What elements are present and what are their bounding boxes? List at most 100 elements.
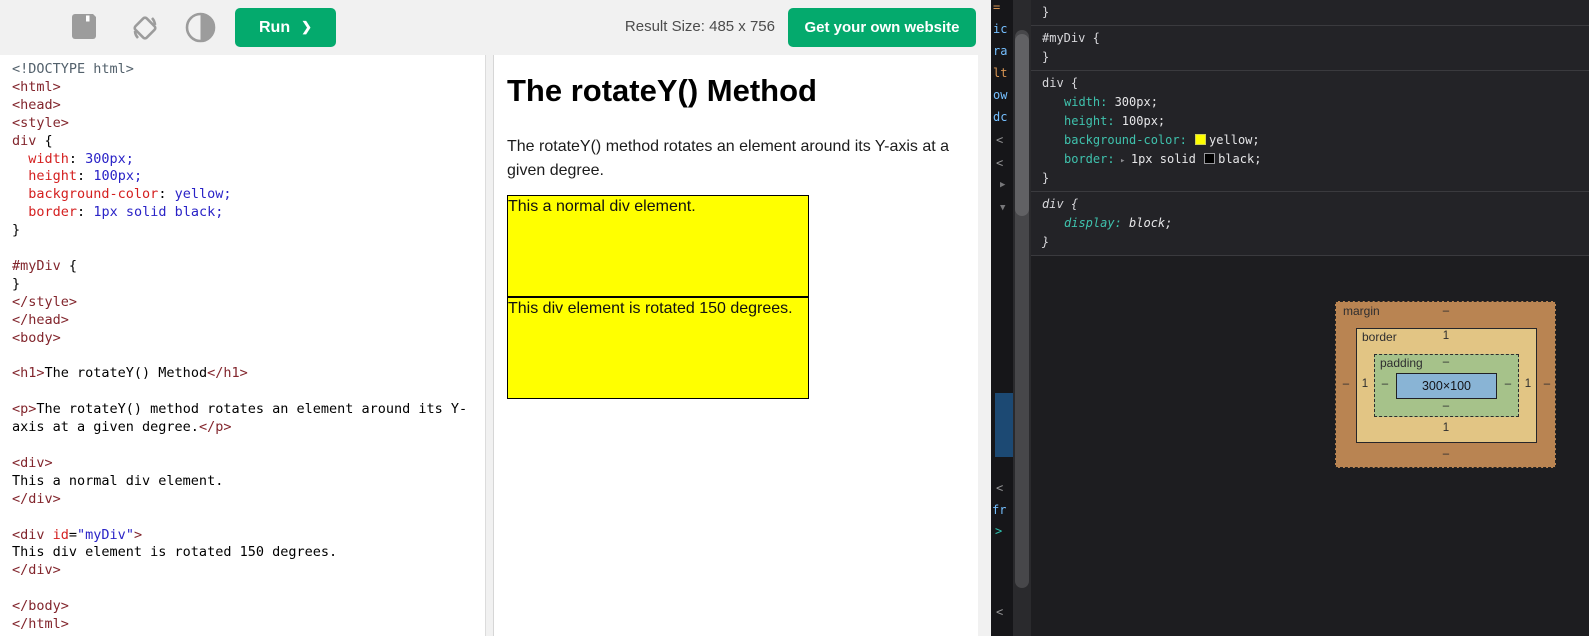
code-token: This a normal div element. <box>12 472 224 489</box>
margin-top-value[interactable]: – <box>1442 305 1450 317</box>
code-line: </html> <box>12 616 467 634</box>
markup-fragment: ow <box>993 88 1008 102</box>
code-editor-content: <!DOCTYPE html><html><head><style>div { … <box>12 61 467 634</box>
rule-token: #myDiv { <box>1042 31 1100 45</box>
code-token <box>12 151 28 167</box>
rule-row: width: 300px; <box>1042 93 1581 112</box>
code-line: #myDiv { <box>12 258 467 276</box>
markup-fragment: ra <box>993 44 1008 58</box>
rule-row: } <box>1042 169 1581 188</box>
border-right-value[interactable]: 1 <box>1524 378 1532 390</box>
code-token: <html> <box>12 78 61 95</box>
border-label: border <box>1362 330 1397 344</box>
code-token: <div> <box>12 454 53 471</box>
code-line: </body> <box>12 598 467 616</box>
css-rule[interactable]: } <box>1031 0 1589 26</box>
rule-token: yellow; <box>1209 133 1260 147</box>
code-token <box>12 168 28 184</box>
padding-bottom-value[interactable]: – <box>1442 400 1450 412</box>
rule-row: } <box>1042 48 1581 67</box>
boxmodel-margin-region[interactable]: margin – – – – border 1 1 1 1 padding – … <box>1335 301 1556 468</box>
code-token: background-color <box>28 186 159 203</box>
rules-pane[interactable]: }#myDiv {}div {width: 300px;height: 100p… <box>1031 0 1589 256</box>
css-rule[interactable]: div { display: block;} <box>1031 192 1589 256</box>
rule-row: #myDiv { <box>1042 29 1581 48</box>
result-normal-div: This a normal div element. <box>507 195 809 297</box>
rule-token: background-color: <box>1064 133 1195 147</box>
code-token: axis at a given degree. <box>12 419 199 436</box>
color-swatch[interactable] <box>1195 134 1207 145</box>
padding-right-value[interactable]: – <box>1504 378 1512 390</box>
code-token: </div> <box>12 490 61 507</box>
rule-token: display: <box>1064 216 1130 230</box>
code-line: div { <box>12 133 467 151</box>
inspector-scrollbar[interactable] <box>1013 0 1031 636</box>
code-token: <style> <box>12 114 69 131</box>
padding-top-value[interactable]: – <box>1442 356 1450 368</box>
change-orientation-button[interactable] <box>128 11 162 48</box>
code-token: } <box>12 222 21 239</box>
markup-fragment: ic <box>993 22 1008 36</box>
get-your-own-website-button[interactable]: Get your own website <box>788 8 976 47</box>
save-button[interactable] <box>70 13 98 44</box>
border-top-value[interactable]: 1 <box>1442 330 1450 342</box>
markup-fragment: > <box>995 524 1003 538</box>
rule-row: border: ▸ 1px solid black; <box>1042 150 1581 169</box>
code-token: : <box>68 150 86 167</box>
markup-fragment: < <box>996 481 1004 495</box>
rule-token: width: <box>1064 95 1115 109</box>
border-bottom-value[interactable]: 1 <box>1442 422 1450 434</box>
markup-fragment: ▼ <box>1000 203 1006 213</box>
code-line: height: 100px; <box>12 168 467 186</box>
code-token: div <box>12 132 37 149</box>
code-line: <body> <box>12 330 467 348</box>
rule-row: div { <box>1042 74 1581 93</box>
border-left-value[interactable]: 1 <box>1361 378 1369 390</box>
padding-left-value[interactable]: – <box>1381 378 1389 390</box>
markup-fragment: = <box>993 0 1001 14</box>
boxmodel-content-region[interactable]: 300×100 <box>1396 373 1497 399</box>
code-token: > <box>133 526 143 543</box>
code-token: width <box>28 150 69 167</box>
code-token: </p> <box>198 419 232 436</box>
color-swatch[interactable] <box>1204 153 1216 164</box>
menu-button[interactable] <box>10 16 41 39</box>
run-button[interactable]: Run❯ <box>235 8 336 47</box>
result-pane: The rotateY() Method The rotateY() metho… <box>493 55 978 636</box>
css-rule[interactable]: div {width: 300px;height: 100px;backgrou… <box>1031 71 1589 192</box>
css-rule[interactable]: #myDiv {} <box>1031 26 1589 71</box>
code-editor-pane[interactable]: <!DOCTYPE html><html><head><style>div { … <box>0 55 486 636</box>
code-token: : <box>77 204 94 221</box>
code-line: <div> <box>12 455 467 473</box>
code-token: <div <box>12 526 53 543</box>
save-icon <box>70 14 98 44</box>
chevron-right-icon: ❯ <box>301 18 312 34</box>
markup-fragment: ▶ <box>1000 180 1006 190</box>
selected-node-highlight[interactable] <box>995 393 1013 457</box>
code-token: = <box>68 526 78 543</box>
code-token <box>12 186 28 202</box>
code-line: This a normal div element. <box>12 473 467 491</box>
code-token: </div> <box>12 562 61 579</box>
code-token: <body> <box>12 329 61 346</box>
dark-mode-toggle-button[interactable] <box>185 12 216 46</box>
markup-fragment: < <box>996 605 1004 619</box>
rule-token: block; <box>1129 216 1173 230</box>
code-token: <p> <box>12 401 37 418</box>
margin-left-value[interactable]: – <box>1342 378 1350 390</box>
code-token: yellow; <box>174 186 232 203</box>
rule-token: div { <box>1042 197 1079 211</box>
code-line: width: 300px; <box>12 151 467 169</box>
margin-bottom-value[interactable]: – <box>1442 448 1450 460</box>
scrollbar-thumb[interactable] <box>1015 34 1029 216</box>
rule-row: } <box>1042 233 1581 252</box>
margin-label: margin <box>1343 304 1380 318</box>
code-line: axis at a given degree.</p> <box>12 419 467 437</box>
code-token: "myDiv" <box>77 526 134 543</box>
margin-right-value[interactable]: – <box>1543 378 1551 390</box>
rule-token: } <box>1042 171 1050 185</box>
rule-token: black; <box>1218 152 1262 166</box>
code-line: <p>The rotateY() method rotates an eleme… <box>12 401 467 419</box>
